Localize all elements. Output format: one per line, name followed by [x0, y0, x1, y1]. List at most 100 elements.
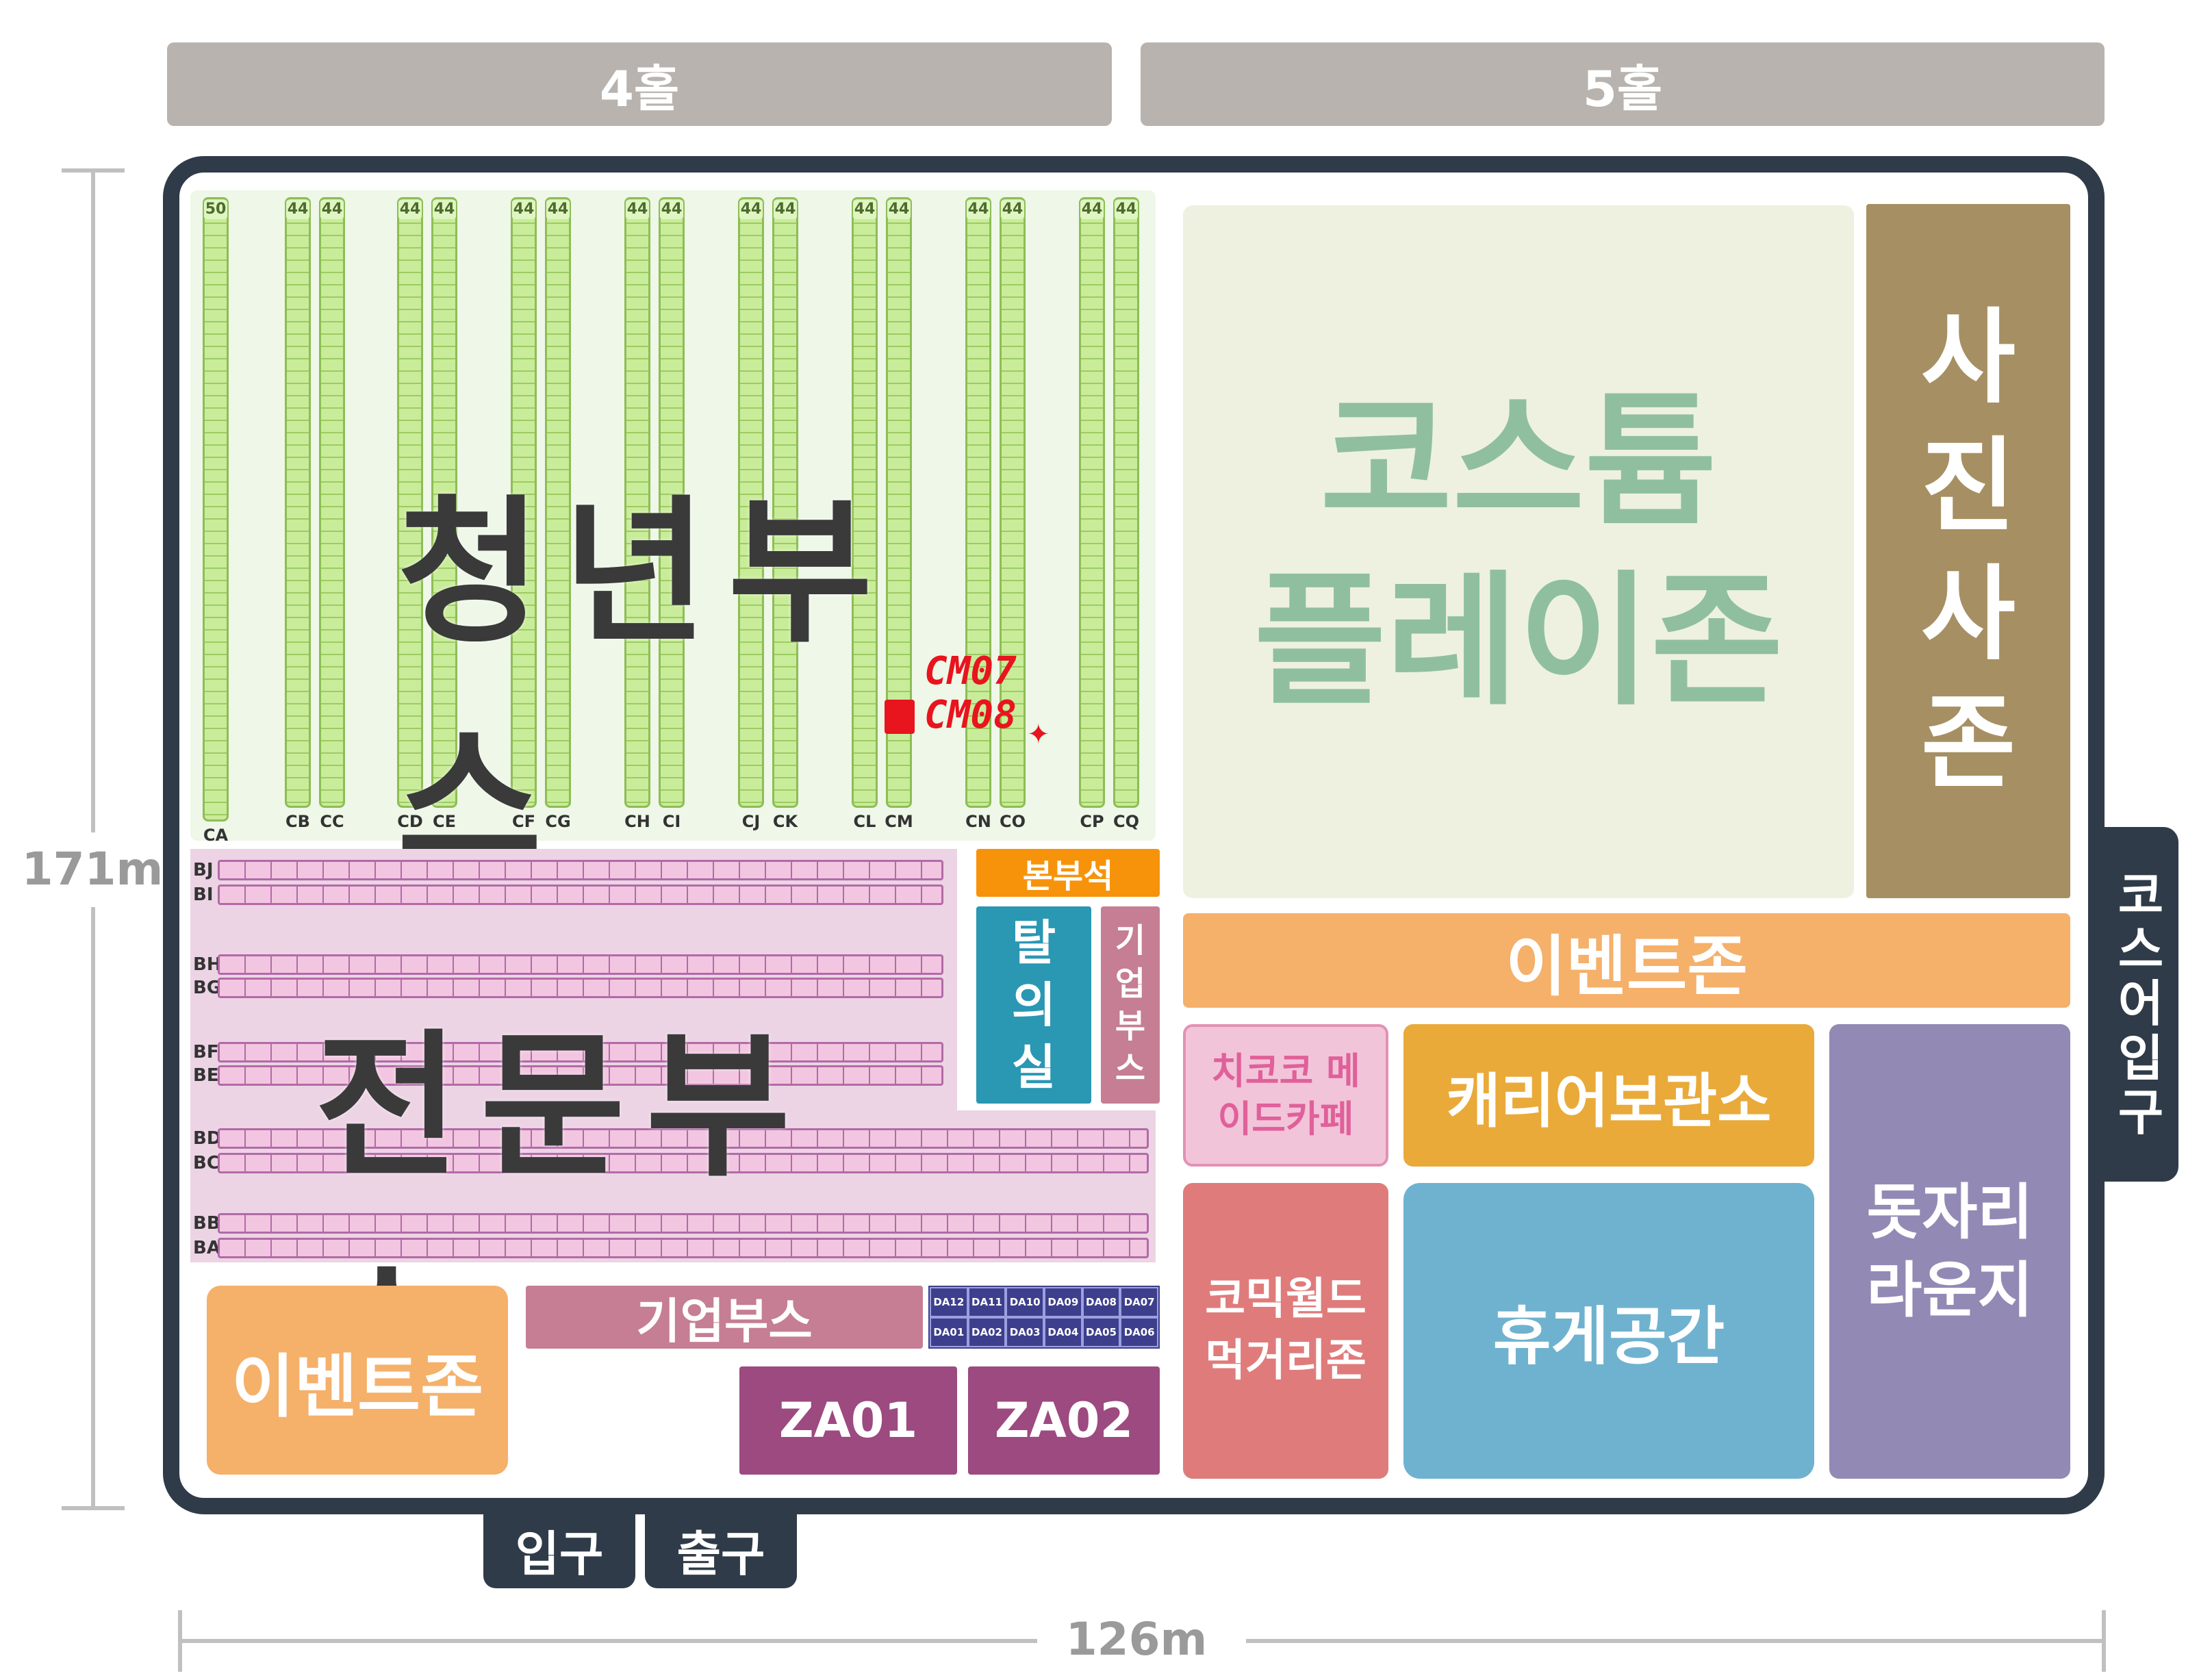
mat-lounge: 돗자리 라운지: [1829, 1024, 2070, 1479]
booth-za01[interactable]: ZA01: [739, 1366, 957, 1475]
width-dim-right-tick: [2102, 1610, 2106, 1672]
booth-column-label: CJ: [741, 812, 761, 831]
booth-da03[interactable]: DA03: [1006, 1317, 1044, 1347]
carrier-storage-label: 캐리어보관소: [1446, 1067, 1772, 1136]
booth-column-label: CQ: [1113, 812, 1139, 831]
booth-column-cp[interactable]: [1079, 197, 1105, 808]
booth-column-cd[interactable]: [397, 197, 423, 808]
booth-column-count: 44: [286, 200, 309, 219]
booth-da11[interactable]: DA11: [967, 1287, 1006, 1317]
booth-column-cf[interactable]: [511, 197, 537, 808]
booth-row-bh[interactable]: [218, 954, 943, 975]
booth-da04[interactable]: DA04: [1044, 1317, 1082, 1347]
width-dim-line-left: [178, 1639, 1037, 1643]
booth-da08[interactable]: DA08: [1082, 1287, 1121, 1317]
entrance[interactable]: 입구: [483, 1512, 635, 1588]
booth-column-cq[interactable]: [1113, 197, 1139, 808]
booth-row-label: BH: [193, 954, 222, 975]
booth-da09[interactable]: DA09: [1044, 1287, 1082, 1317]
hall-5-label: 5홀: [1582, 60, 1663, 118]
booth-row-label: BF: [193, 1042, 219, 1062]
booth-row-bi[interactable]: [218, 884, 943, 905]
booth-row-be[interactable]: [218, 1065, 943, 1086]
entrance-label: 입구: [515, 1525, 604, 1582]
photo-zone-label: 사진사존: [1920, 298, 2016, 803]
marker-star-icon: ✦: [1027, 719, 1050, 750]
booth-column-count: 44: [1001, 200, 1024, 219]
width-dimension: 126m: [1065, 1613, 1208, 1666]
booth-column-count: 44: [546, 200, 570, 219]
height-dim-line-top: [91, 168, 95, 832]
chikoko-maid-cafe: 치코코 메이드카페: [1183, 1024, 1388, 1167]
booth-column-label: CG: [545, 812, 571, 831]
booth-column-label: CN: [965, 812, 991, 831]
booth-column-cb[interactable]: [285, 197, 311, 808]
event-zone-left-label: 이벤트존: [231, 1346, 483, 1427]
booth-da05[interactable]: DA05: [1082, 1317, 1121, 1347]
booth-column-cn[interactable]: [965, 197, 991, 808]
hall-5-header: 5홀: [1141, 42, 2105, 126]
marker-label-cm08: CM08: [924, 693, 1017, 737]
booth-column-cl[interactable]: [852, 197, 878, 808]
main-booth-label: 본부석: [1022, 857, 1114, 895]
booth-column-ca[interactable]: [203, 197, 229, 822]
booth-row-bb[interactable]: [218, 1213, 1149, 1234]
booth-row-label: BE: [193, 1065, 219, 1086]
booth-column-co[interactable]: [1000, 197, 1026, 808]
booth-column-cg[interactable]: [545, 197, 571, 808]
dressing-room: 탈의실: [976, 906, 1091, 1104]
exit[interactable]: 출구: [645, 1512, 797, 1588]
comic-world-food-zone-label: 코믹월드 먹거리존: [1205, 1274, 1367, 1386]
event-zone-left: 이벤트존: [207, 1286, 508, 1475]
booth-da07[interactable]: DA07: [1120, 1287, 1158, 1317]
corporate-booth-vertical-label: 기업부스: [1115, 921, 1146, 1089]
booth-column-count: 44: [433, 200, 456, 219]
height-dim-line-bottom: [91, 907, 95, 1510]
booth-row-label: BD: [193, 1128, 222, 1149]
booth-da02[interactable]: DA02: [967, 1317, 1006, 1347]
dressing-room-label: 탈의실: [1011, 914, 1056, 1095]
booth-column-label: CM: [885, 812, 913, 831]
booth-column-count: 44: [739, 200, 763, 219]
booth-column-count: 44: [320, 200, 344, 219]
booth-da01[interactable]: DA01: [930, 1317, 968, 1347]
booth-row-bc[interactable]: [218, 1153, 1149, 1173]
booth-column-count: 44: [626, 200, 649, 219]
youth-booth-title: 청년부스: [397, 482, 893, 893]
rest-area-label: 휴게공간: [1492, 1299, 1725, 1373]
booth-row-label: BJ: [193, 860, 214, 880]
booth-da12[interactable]: DA12: [930, 1287, 968, 1317]
booth-column-count: 44: [853, 200, 876, 219]
event-zone-right-label: 이벤트존: [1505, 928, 1748, 1005]
exit-label: 출구: [676, 1525, 765, 1582]
booth-row-label: BG: [193, 978, 222, 998]
booth-row-label: BC: [193, 1153, 220, 1173]
booth-column-count: 44: [967, 200, 990, 219]
booth-row-bd[interactable]: [218, 1128, 1149, 1149]
booth-row-bg[interactable]: [218, 978, 943, 998]
cosplayer-entrance[interactable]: 코스어 입구: [2103, 827, 2178, 1182]
corporate-booth-horizontal: 기업부스: [526, 1286, 923, 1349]
booth-row-bj[interactable]: [218, 860, 943, 880]
booth-column-label: CO: [999, 812, 1026, 831]
booth-column-ci[interactable]: [659, 197, 685, 808]
booth-column-label: CL: [853, 812, 876, 831]
booth-column-ce[interactable]: [431, 197, 457, 808]
photo-zone: 사진사존: [1866, 204, 2070, 898]
booth-column-count: 44: [1080, 200, 1104, 219]
costume-play-zone: 코스튬 플레이존: [1183, 205, 1854, 898]
booth-column-cc[interactable]: [319, 197, 345, 808]
booth-column-ck[interactable]: [772, 197, 798, 808]
booth-column-count: 44: [887, 200, 911, 219]
height-dimension: 171m: [21, 843, 164, 895]
booth-column-ch[interactable]: [624, 197, 650, 808]
main-booth: 본부석: [976, 849, 1160, 897]
booth-row-bf[interactable]: [218, 1042, 943, 1062]
booth-column-label: CI: [662, 812, 681, 831]
booth-da10[interactable]: DA10: [1006, 1287, 1044, 1317]
comic-world-food-zone: 코믹월드 먹거리존: [1183, 1183, 1388, 1479]
booth-da06[interactable]: DA06: [1120, 1317, 1158, 1347]
booth-row-ba[interactable]: [218, 1238, 1149, 1258]
booth-za02[interactable]: ZA02: [968, 1366, 1160, 1475]
booth-column-cj[interactable]: [738, 197, 764, 808]
